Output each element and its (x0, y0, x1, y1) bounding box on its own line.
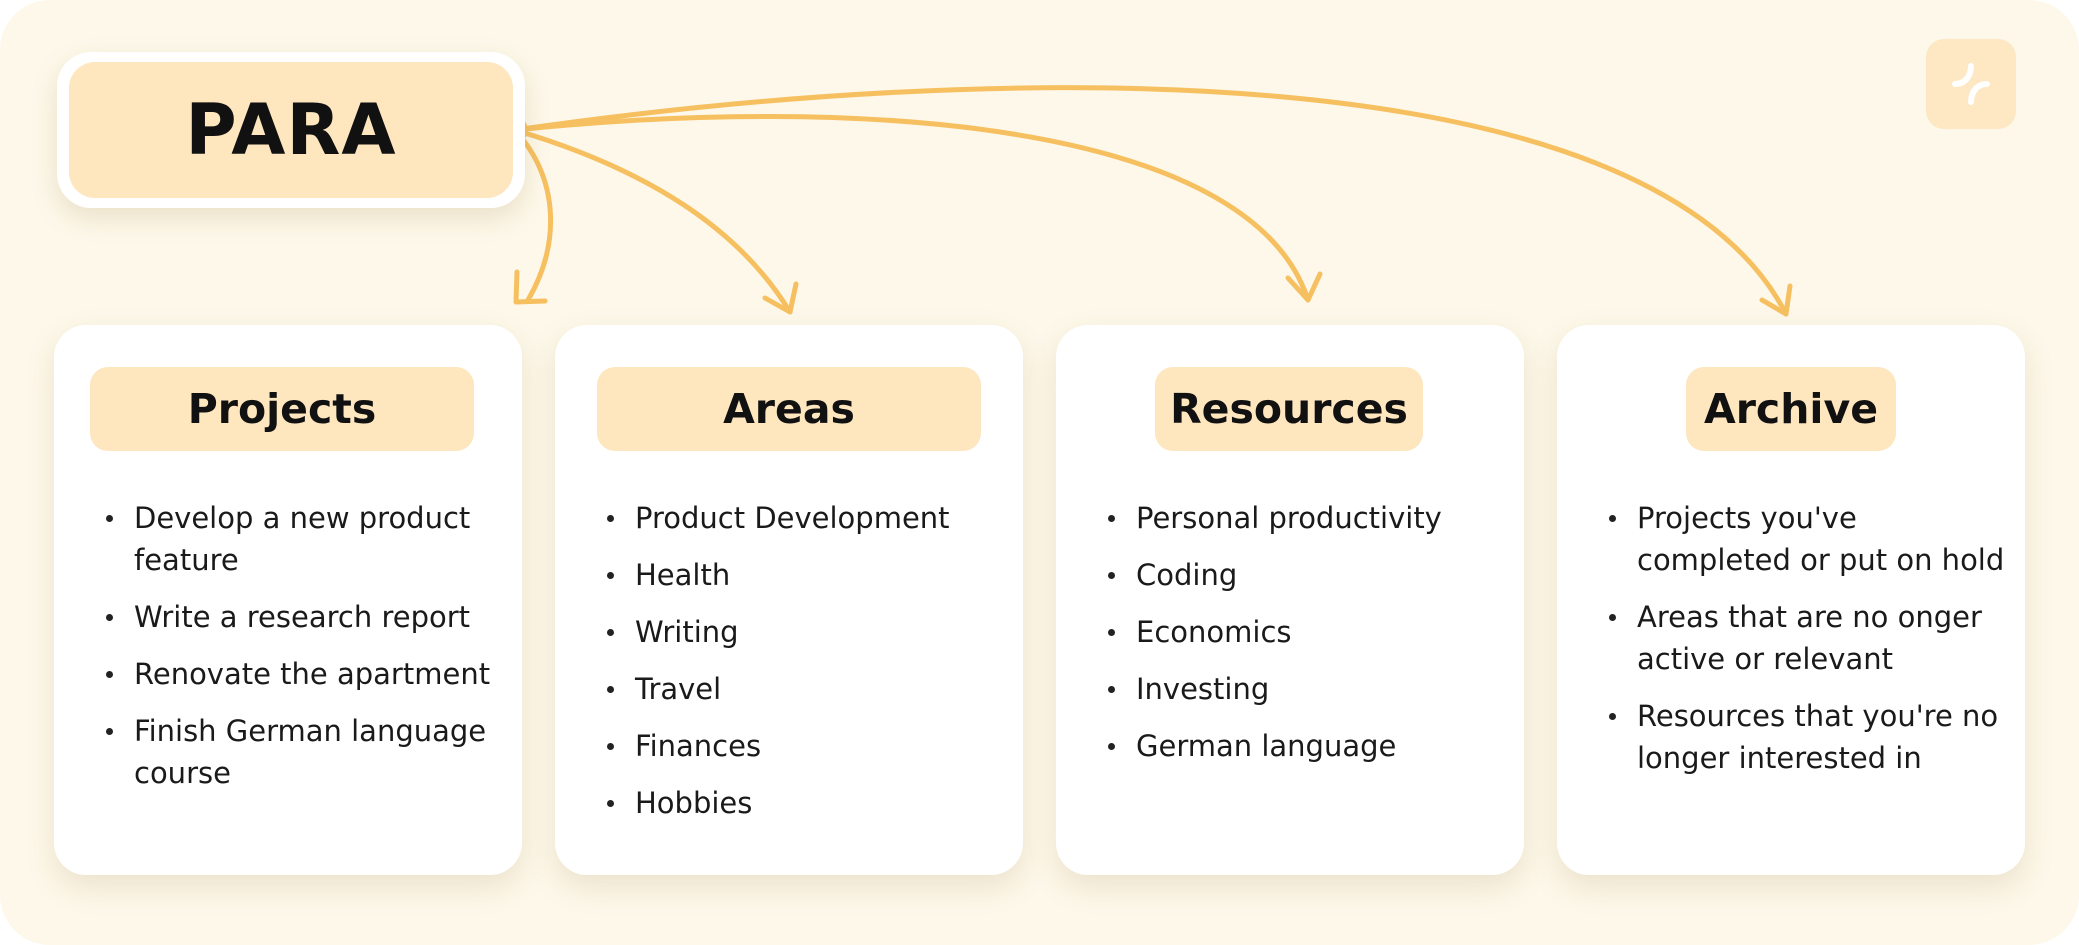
list-item: Renovate the apartment (106, 653, 506, 695)
list-item: Finish German language course (106, 710, 506, 794)
list-item: Personal productivity (1108, 497, 1508, 539)
list-item: Resources that you're no longer interest… (1609, 695, 2009, 779)
category-title-projects: Projects (187, 385, 377, 433)
card-areas: Areas Product Development Health Writing… (555, 325, 1023, 875)
arrow-to-resources (512, 114, 1311, 303)
arrow-to-projects (512, 127, 553, 303)
category-title-resources: Resources (1170, 385, 1408, 433)
card-projects: Projects Develop a new product feature W… (54, 325, 522, 875)
para-root-node: PARA (57, 52, 525, 208)
list-item: Investing (1108, 668, 1508, 710)
logo-mark-icon (1926, 39, 2016, 129)
arrowhead-resources (1285, 271, 1323, 303)
card-resources: Resources Personal productivity Coding E… (1056, 325, 1524, 875)
category-title-archive: Archive (1703, 385, 1879, 433)
list-item: Coding (1108, 554, 1508, 596)
arrowhead-projects (513, 269, 548, 305)
card-archive: Archive Projects you've completed or put… (1557, 325, 2025, 875)
arrow-to-archive (512, 85, 1789, 317)
list-item: Write a research report (106, 596, 506, 638)
category-pill-projects: Projects (90, 367, 474, 451)
list-item: Travel (607, 668, 1007, 710)
arrowhead-areas (762, 281, 799, 315)
para-root-pill: PARA (69, 62, 513, 198)
list-item: Health (607, 554, 1007, 596)
list-item: Develop a new product feature (106, 497, 506, 581)
list-item: German language (1108, 725, 1508, 767)
list-item: Product Development (607, 497, 1007, 539)
category-title-areas: Areas (723, 385, 855, 433)
category-pill-archive: Archive (1686, 367, 1896, 451)
list-item: Finances (607, 725, 1007, 767)
item-list-projects: Develop a new product feature Write a re… (106, 497, 506, 809)
list-item: Writing (607, 611, 1007, 653)
arrowhead-archive (1759, 283, 1793, 317)
item-list-resources: Personal productivity Coding Economics I… (1108, 497, 1508, 782)
category-pill-areas: Areas (597, 367, 981, 451)
list-item: Hobbies (607, 782, 1007, 824)
para-title: PARA (185, 89, 397, 171)
arrow-to-areas (512, 127, 793, 315)
list-item: Areas that are no onger active or releva… (1609, 596, 2009, 680)
list-item: Projects you've completed or put on hold (1609, 497, 2009, 581)
item-list-archive: Projects you've completed or put on hold… (1609, 497, 2009, 794)
category-pill-resources: Resources (1155, 367, 1423, 451)
list-item: Economics (1108, 611, 1508, 653)
item-list-areas: Product Development Health Writing Trave… (607, 497, 1007, 839)
